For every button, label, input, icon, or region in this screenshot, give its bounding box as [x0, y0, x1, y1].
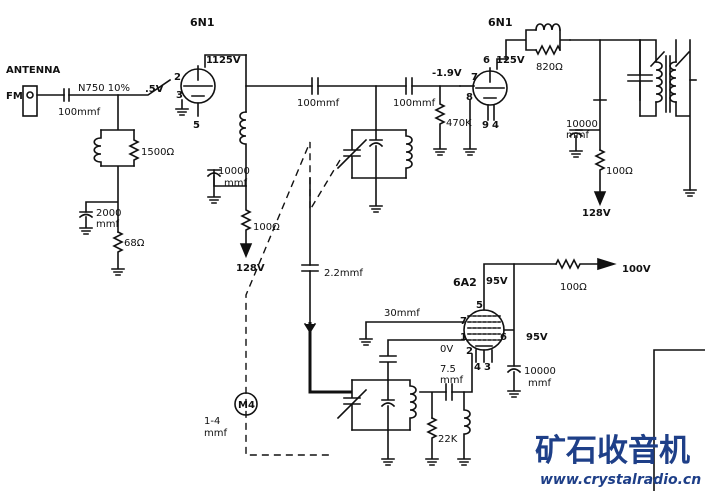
- tank-variable-capacitor: [343, 129, 361, 179]
- c2000-label-a: 2000: [96, 208, 121, 219]
- r470k-label: 470K: [446, 118, 472, 129]
- grid-voltage: -1.9V: [432, 68, 462, 79]
- m4-label: M4: [238, 400, 255, 411]
- input-coil: [93, 129, 102, 167]
- if-secondary-coil: [669, 61, 677, 103]
- v2-plate-voltage: 125V: [496, 55, 525, 66]
- r1500-label: 1500Ω: [141, 147, 174, 158]
- osc-variable-capacitor: [343, 379, 361, 431]
- v2-pin-6: 6: [483, 55, 490, 66]
- tube-v3-icon: [463, 263, 557, 363]
- c100-mid-label: 100mmf: [297, 98, 340, 109]
- c10000a-label-1: 10000: [218, 166, 250, 177]
- antenna-jack-icon: [26, 91, 34, 99]
- c75-capacitor: [445, 383, 453, 401]
- antenna-label: ANTENNA: [6, 65, 60, 76]
- m-range-2: mmf: [204, 428, 227, 439]
- r100b-resistor: [594, 148, 606, 199]
- partial-chassis-frame: [653, 349, 705, 491]
- c10000a-label-2: mmf: [224, 178, 247, 189]
- v3-pin-4: 4: [474, 362, 481, 373]
- out100-label: 100V: [622, 264, 651, 275]
- v0-label: 0V: [440, 344, 453, 355]
- tube-v1-icon: [180, 54, 247, 117]
- c100-mid-capacitor: [311, 77, 319, 95]
- tank-coil: [405, 129, 413, 179]
- v2-pin-9: 9: [482, 120, 489, 131]
- v2-pin-4: 4: [492, 120, 499, 131]
- v3-screen-voltage: 95V: [526, 332, 548, 343]
- tube-v2-icon: [472, 58, 508, 121]
- antenna-terminal: [22, 85, 38, 117]
- c10000b-label-2: mmf: [566, 130, 589, 141]
- c10000c-label-1: 10000: [524, 366, 556, 377]
- c100-in-label: 100mmf: [58, 107, 101, 118]
- r100a-label: 100Ω: [253, 222, 280, 233]
- m4-motor-icon: [234, 392, 258, 416]
- c10000c-capacitor: [506, 365, 522, 374]
- tube-v1-label: 6N1: [190, 16, 215, 29]
- c30-capacitor: [379, 339, 465, 381]
- v3-top-voltage: 95V: [486, 276, 508, 287]
- tube-v2-label: 6N1: [488, 16, 513, 29]
- tube-v3-label: 6A2: [453, 276, 477, 289]
- v1-pin-3: 3: [176, 90, 183, 101]
- plate-choke: [535, 23, 561, 31]
- v3-pin-1: 1: [460, 332, 467, 343]
- c22-capacitor: [301, 264, 319, 272]
- osc-trim-capacitor: [380, 379, 396, 431]
- v1-plate-voltage: 125V: [212, 55, 241, 66]
- v3-pin-6: 6: [500, 332, 507, 343]
- v2-pin-7: 7: [471, 72, 478, 83]
- c75-label-b: mmf: [440, 375, 463, 386]
- v1-pin-2: 2: [174, 72, 181, 83]
- r820-resistor: [534, 44, 562, 56]
- v3-pin-3: 3: [484, 362, 491, 373]
- v3-pin-5: 5: [476, 300, 483, 311]
- r100a-resistor: [240, 185, 252, 251]
- r100c-label: 100Ω: [560, 282, 587, 293]
- c100b-label: 100mmf: [393, 98, 436, 109]
- c30-label: 30mmf: [384, 308, 420, 319]
- r820-label: 820Ω: [536, 62, 563, 73]
- n750-label: N750 10%: [78, 83, 130, 94]
- osc-coil: [351, 379, 417, 431]
- c10000c-label-2: mmf: [528, 378, 551, 389]
- r100b-label: 100Ω: [606, 166, 633, 177]
- b128a-label: 128V: [236, 263, 265, 274]
- input-capacitor: N750 10% 100mmf: [58, 83, 130, 118]
- v1-pin-5: 5: [193, 120, 200, 131]
- m-range-1: 1-4: [204, 416, 220, 427]
- c2000-label-b: mmf: [96, 219, 119, 230]
- r22k-resistor: [426, 416, 438, 459]
- c100b-capacitor: [405, 77, 413, 95]
- watermark-url: www.crystalradio.cn: [540, 472, 701, 488]
- r470k-resistor: [434, 85, 446, 149]
- b128b-label: 128V: [582, 208, 611, 219]
- tank-trim-capacitor: [368, 129, 384, 179]
- v5-label: .5V: [145, 84, 164, 95]
- if-primary-coil: [655, 61, 663, 103]
- r68-label: 68Ω: [124, 238, 145, 249]
- r68-resistor: [112, 230, 124, 269]
- cathode-coil: [463, 391, 471, 459]
- fm-label: FM: [6, 91, 23, 102]
- v3-pin-2: 2: [466, 346, 473, 357]
- c75-label-a: 7.5: [440, 364, 456, 375]
- v1-plate-coil: [239, 111, 247, 187]
- c2000-capacitor: [78, 211, 94, 219]
- c22-label: 2.2mmf: [324, 268, 363, 279]
- v2-pin-8: 8: [466, 92, 473, 103]
- gang-link: [245, 141, 341, 456]
- r22k-label: 22K: [438, 434, 458, 445]
- c10000b-label-1: 10000: [566, 119, 598, 130]
- c10000a-capacitor: [206, 169, 222, 178]
- r100c-resistor: [554, 258, 601, 270]
- watermark-brand: 矿石收音机: [535, 433, 690, 469]
- v1-pin-1: 1: [206, 55, 213, 66]
- r1500-resistor: [128, 129, 140, 167]
- antenna-input: ANTENNA FM: [6, 65, 65, 117]
- c10000b-capacitor: [568, 129, 584, 138]
